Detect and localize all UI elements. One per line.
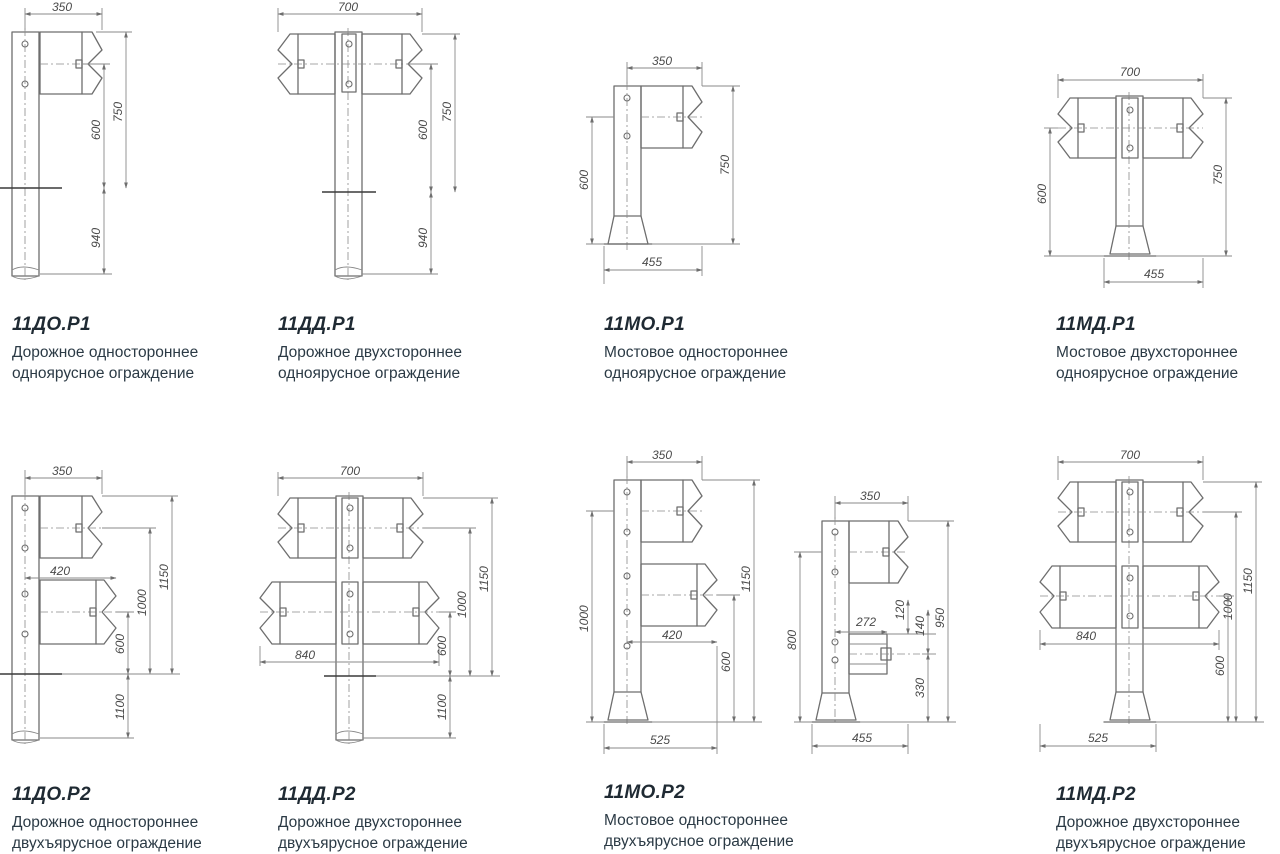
caption-11mo-r2: 11МО.Р2 Мостовое одностороннее двухъярус… [604, 782, 794, 852]
caption-11md-r2: 11МД.Р2 Дорожное двухстороннее двухъярус… [1056, 784, 1246, 854]
caption-11do-r1: 11ДО.Р1 Дорожное одностороннее одноярусн… [12, 314, 198, 384]
description-line: Мостовое одностороннее [604, 344, 789, 361]
dim-11dd-r1-750: 750 [440, 102, 454, 122]
product-code: 11МО.Р2 [604, 782, 685, 803]
dim-11md-r2-600: 600 [1213, 656, 1227, 676]
dim-extra-950: 950 [933, 608, 947, 628]
dim-11dd-r2-1100: 1100 [435, 694, 449, 720]
description-line: одноярусное ограждение [604, 365, 787, 382]
description-line: одноярусное ограждение [1056, 365, 1239, 382]
product-description: Дорожное одностороннее двухъярусное огра… [12, 812, 202, 854]
dim-11do-r2-600: 600 [113, 634, 127, 654]
dim-extra-base: 455 [852, 731, 872, 745]
product-description: Дорожное двухстороннее одноярусное ограж… [278, 342, 462, 384]
dim-11dd-r2-1150: 1150 [477, 566, 491, 592]
dim-11do-r2-1100: 1100 [113, 694, 127, 720]
description-line: Дорожное одностороннее [12, 344, 199, 361]
description-line: Мостовое одностороннее [604, 812, 789, 829]
description-line: одноярусное ограждение [12, 365, 195, 382]
dim-11dd-r2-1000: 1000 [455, 591, 469, 618]
dim-extra-800: 800 [785, 630, 799, 650]
dim-11mo-r2-base: 525 [650, 733, 670, 747]
dim-11mo-r2-600: 600 [719, 652, 733, 672]
dim-extra-width: 350 [860, 489, 880, 503]
product-description: Дорожное двухстороннее двухъярусное огра… [1056, 812, 1246, 854]
product-code: 11МД.Р1 [1056, 314, 1136, 335]
caption-11md-r1: 11МД.Р1 Мостовое двухстороннее одноярусн… [1056, 314, 1238, 384]
product-code: 11ДО.Р1 [12, 314, 91, 335]
dim-11do-r2-1150: 1150 [157, 564, 171, 590]
dim-11md-r2-1150: 1150 [1241, 568, 1255, 594]
description-line: Мостовое двухстороннее [1056, 344, 1238, 361]
dim-11mo-r2-top-width: 350 [652, 448, 672, 462]
dim-extra-272: 272 [855, 615, 876, 629]
product-code: 11МО.Р1 [604, 314, 685, 335]
dim-11md-r2-top-width: 700 [1120, 448, 1140, 462]
product-description: Дорожное двухстороннее двухъярусное огра… [278, 812, 468, 854]
dim-11dd-r2-top-width: 700 [340, 464, 360, 478]
dim-11dd-r2-600: 600 [435, 636, 449, 656]
description-line: двухъярусное ограждение [1056, 835, 1246, 852]
dim-11md-r2-bottom-width: 840 [1076, 629, 1096, 643]
dim-11mo-r1-750: 750 [718, 155, 732, 175]
dim-11mo-r2-1150: 1150 [739, 566, 753, 592]
product-code: 11МД.Р2 [1056, 784, 1136, 805]
dim-11md-r1-width: 700 [1120, 65, 1140, 79]
drawing-11dd-r2: 700 840 1150 1000 600 1100 [259, 464, 500, 744]
dim-11do-r2-1000: 1000 [135, 589, 149, 616]
dim-11dd-r2-bottom-width: 840 [295, 648, 315, 662]
dim-11do-r2-bottom-width: 420 [50, 564, 70, 578]
description-line: двухъярусное ограждение [604, 833, 794, 850]
description-line: Дорожное одностороннее [12, 814, 199, 831]
drawing-11mo-r2: 350 420 1150 1000 600 525 [577, 448, 762, 754]
dim-11mo-r1-600: 600 [577, 170, 591, 190]
drawing-11mo-r1: 350 750 600 455 [577, 54, 740, 284]
drawing-11dd-r1: 700 750 600 940 [277, 0, 460, 280]
product-description: Мостовое двухстороннее одноярусное ограж… [1056, 342, 1238, 384]
product-code: 11ДД.Р2 [278, 784, 356, 805]
caption-11dd-r2: 11ДД.Р2 Дорожное двухстороннее двухъярус… [278, 784, 468, 854]
product-code: 11ДД.Р1 [278, 314, 356, 335]
caption-11do-r2: 11ДО.Р2 Дорожное одностороннее двухъярус… [12, 784, 202, 854]
description-line: Дорожное двухстороннее [278, 344, 462, 361]
dim-11md-r2-base: 525 [1088, 731, 1108, 745]
dim-11dd-r1-600: 600 [416, 120, 430, 140]
dim-11mo-r1-base: 455 [642, 255, 662, 269]
caption-11mo-r1: 11МО.Р1 Мостовое одностороннее одноярусн… [604, 314, 788, 384]
dim-11dd-r1-width: 700 [338, 0, 358, 14]
dim-11md-r1-600: 600 [1035, 184, 1049, 204]
dim-extra-330: 330 [913, 678, 927, 698]
dim-11dd-r1-940: 940 [416, 228, 430, 248]
dim-11mo-r2-1000: 1000 [577, 605, 591, 632]
description-line: двухъярусное ограждение [12, 835, 202, 852]
dim-11mo-r1-width: 350 [652, 54, 672, 68]
dim-11do-r1-600: 600 [89, 120, 103, 140]
dim-11md-r1-base: 455 [1144, 267, 1164, 281]
drawing-extra-bridge: 350 800 950 272 120 140 330 455 [785, 489, 956, 754]
drawing-11md-r2: 700 840 1150 1000 600 525 [1039, 448, 1264, 752]
description-line: Дорожное двухстороннее [278, 814, 462, 831]
dim-11md-r1-750: 750 [1211, 165, 1225, 185]
description-line: двухъярусное ограждение [278, 835, 468, 852]
description-line: одноярусное ограждение [278, 365, 461, 382]
product-description: Мостовое одностороннее двухъярусное огра… [604, 810, 794, 852]
product-description: Мостовое одностороннее одноярусное ограж… [604, 342, 788, 384]
product-description: Дорожное одностороннее одноярусное ограж… [12, 342, 198, 384]
dim-11do-r2-top-width: 350 [52, 464, 72, 478]
drawing-11do-r2: 350 420 1150 1000 600 1100 [0, 464, 180, 744]
description-line: Дорожное двухстороннее [1056, 814, 1240, 831]
dim-11do-r1-940: 940 [89, 228, 103, 248]
product-code: 11ДО.Р2 [12, 784, 91, 805]
dim-11do-r1-width: 350 [52, 0, 72, 14]
dim-11do-r1-750: 750 [111, 102, 125, 122]
dim-extra-120: 120 [893, 600, 907, 620]
drawing-11do-r1: 350 750 600 940 [0, 0, 132, 280]
dim-extra-140: 140 [913, 616, 927, 636]
dim-11mo-r2-bottom-width: 420 [662, 628, 682, 642]
drawing-11md-r1: 700 750 600 455 [1035, 65, 1232, 288]
caption-11dd-r1: 11ДД.Р1 Дорожное двухстороннее одноярусн… [278, 314, 462, 384]
